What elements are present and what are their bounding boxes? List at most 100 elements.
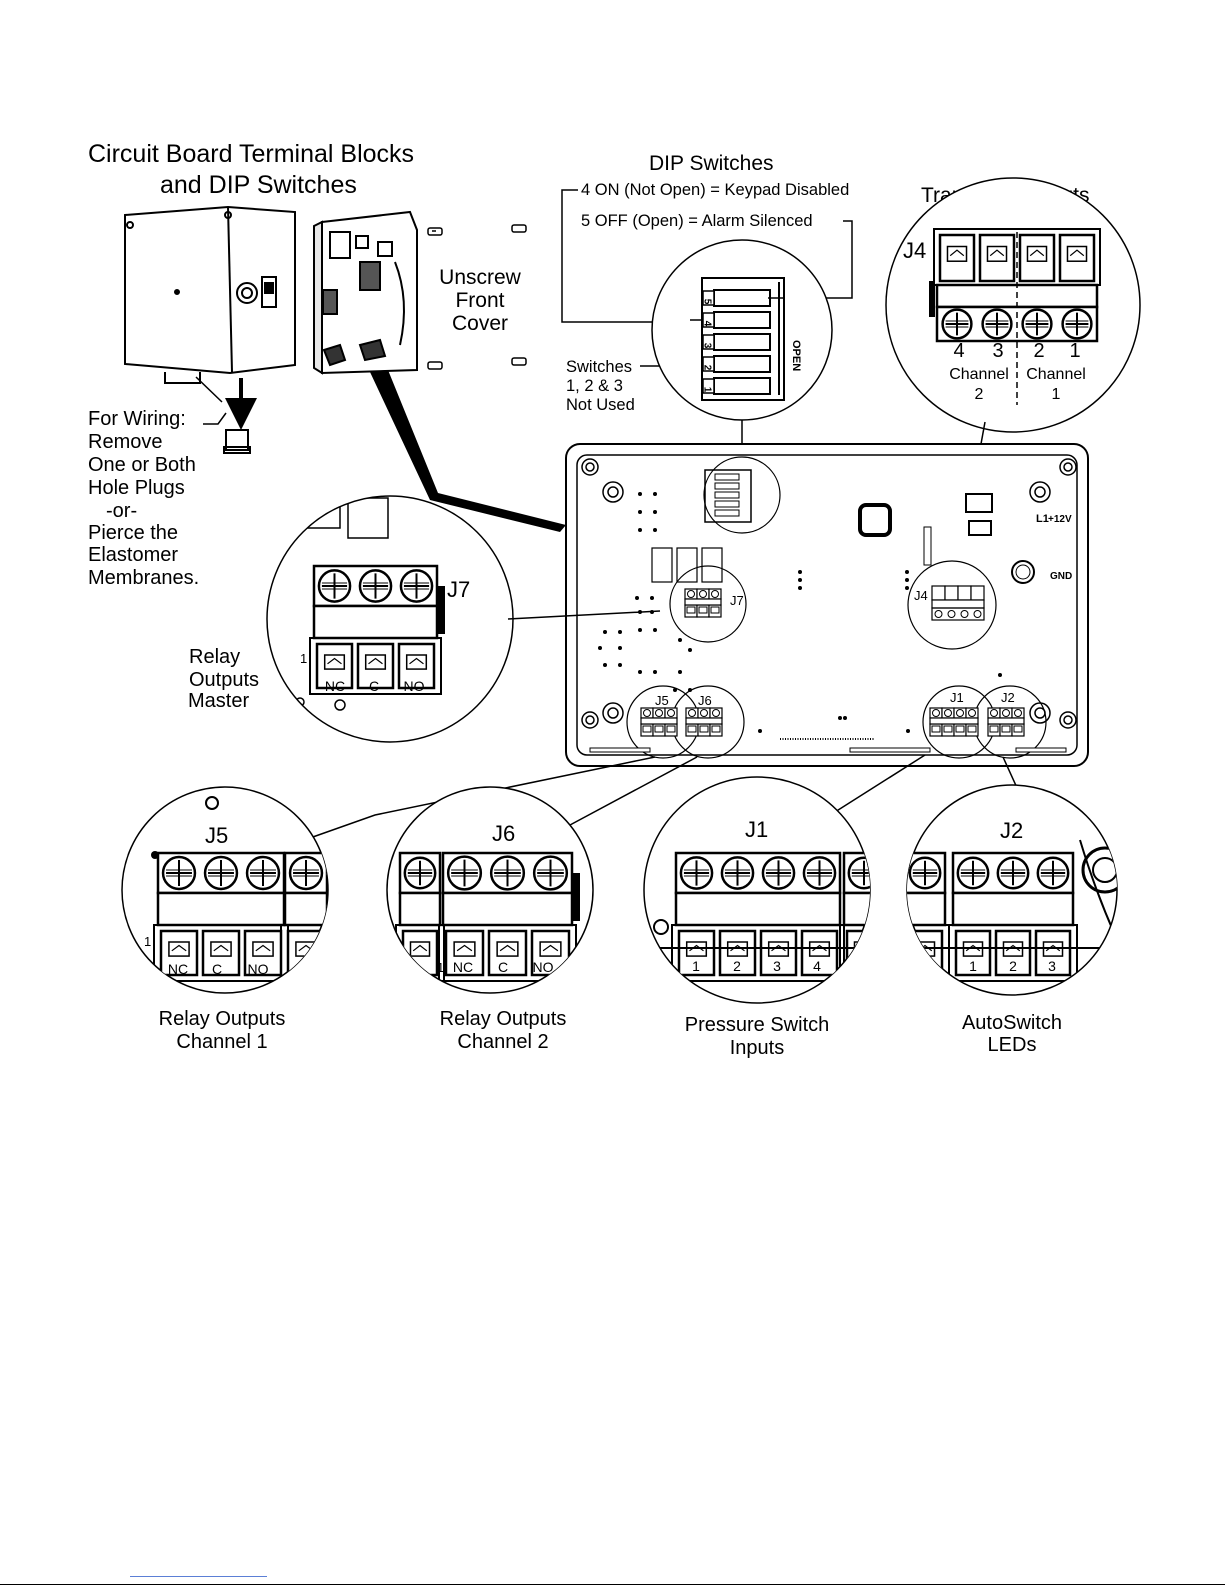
j7-id: J7 [447,577,470,602]
j7-caption-line: Relay [189,646,240,668]
dip-line-5: 5 OFF (Open) = Alarm Silenced [581,212,813,230]
board-pad [635,596,639,600]
j1-pin-label: 1 [692,958,700,974]
j5-caption-line: Channel 1 [176,1031,267,1053]
board-pad [798,586,802,590]
wiring-note-line: -or- [106,500,137,522]
terminal-clamp-opening [853,941,870,957]
j1-pin-label: 2 [733,958,741,974]
mini-terminal-screw [712,709,720,717]
mini-terminal [957,585,972,601]
mini-terminal-screw [956,709,964,717]
terminal-clamp-opening [730,944,745,952]
board-pad [598,646,602,650]
dip-switch-toggle [714,509,740,517]
mini-terminal-screw [968,709,976,717]
channel-1-label: Channel [1026,366,1086,383]
terminal-block-base [671,924,845,982]
board-pad [603,630,607,634]
mini-terminal [987,717,1025,725]
mini-terminal-screw [947,610,956,618]
mini-terminal [970,585,985,601]
j2-pin-label: 2 [1009,958,1017,974]
board-edge [1079,839,1116,936]
j7-caption-line: Master [188,690,249,712]
terminal-clamp-opening [949,249,965,257]
board-pad [905,578,909,582]
j1-pin-label: 3 [773,958,781,974]
board-pad [998,673,1002,677]
board-12v-label: +12V [1048,514,1072,525]
board-j7-label: J7 [730,593,744,608]
terminal-clamp-opening [496,941,519,957]
board-pad [638,528,642,532]
wiring-note-line: Membranes. [88,567,199,589]
terminal-clamp-opening [412,944,428,952]
wiring-note-line: Elastomer [88,544,178,566]
terminal-block-body [441,891,574,927]
dip-title: DIP Switches [649,152,774,175]
board-gnd-label: GND [1050,571,1072,582]
j4-pin-labels: 4 3 2 1 [953,340,1080,362]
terminal-clamp-opening [856,944,870,952]
terminal-clamp [845,929,870,977]
mini-terminal [698,606,708,614]
dip-switch-toggle [713,377,771,395]
mount-hole-icon [607,486,619,498]
mini-terminal [710,606,720,614]
figure-title-line2: and DIP Switches [160,171,357,199]
j1-terminal-block [650,851,870,982]
board-pad [638,628,642,632]
mini-terminal-screw [655,709,663,717]
terminal-clamp-opening [965,944,981,952]
mini-terminal-screw [700,709,708,717]
mini-terminal [642,725,652,733]
j6-pin-label: NO [533,959,554,975]
mini-terminal [931,607,985,621]
dip-switch-number: 3 [702,343,713,349]
terminal-clamp-opening [368,657,383,665]
board-pad [906,729,910,733]
j4-pin-label: 3 [992,340,1003,362]
dip-switch-number: 4 [702,321,713,327]
mount-hole-icon [607,707,619,719]
wiring-note-line: Remove [88,431,162,453]
terminal-clamp-opening [542,944,559,952]
mini-terminal [640,717,678,725]
terminal-clamp-opening [539,941,562,957]
j6-terminal-block [395,851,580,982]
j6-caption-line: Relay Outputs [440,1008,567,1030]
dip-switch-number: 2 [702,365,713,371]
cable-callout [370,370,566,532]
terminal-clamp-opening [1042,941,1064,957]
dip-switch-toggle [713,289,771,307]
mini-terminal [967,725,977,733]
terminal-clamp-opening [456,944,473,952]
dip-unused-line: Switches [566,358,632,376]
terminal-block-body [312,604,439,640]
board-pad [205,796,219,810]
j4-id: J4 [903,238,926,263]
circuit-board: L1 +12V GND J4 J7 J5 J6 J1 J2 [565,443,1089,767]
board-pad [151,851,159,859]
board-pad [843,716,847,720]
j5-terminal-block [151,796,328,982]
dip-switch-toggle [713,355,771,373]
board-pad [653,492,657,496]
terminal-clamp-opening [726,941,749,957]
dip-unused-line: 1, 2 & 3 [566,377,623,395]
terminal-clamp-opening [962,941,984,957]
j5-pin-label: C [212,961,222,977]
j4-terminal-block [929,228,1101,405]
terminal-clamp-opening [364,654,387,670]
mini-terminal [699,725,709,733]
terminal-clamp-opening [1005,944,1021,952]
mount-hole [1092,857,1117,883]
terminal-clamp-opening [1029,249,1045,257]
terminal-clamp-opening [213,944,229,952]
footer-link-rule [130,1576,267,1577]
terminal-block-ledge [572,873,580,921]
mini-terminal-screw [699,590,707,598]
j1-caption-line: Pressure Switch [685,1014,830,1036]
